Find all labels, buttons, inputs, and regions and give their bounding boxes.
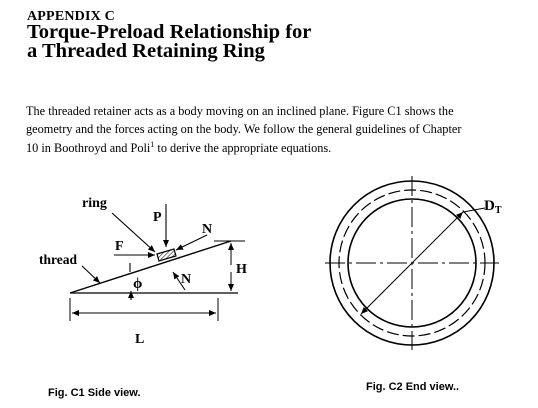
label-D-main: D xyxy=(484,198,495,214)
label-H: H xyxy=(236,262,247,277)
label-thread: thread xyxy=(39,252,77,267)
reference-superscript: 1 xyxy=(150,140,155,149)
diameter-arrow-down xyxy=(360,262,413,315)
label-L: L xyxy=(135,332,144,347)
page-title-line-1: Torque-Preload Relationship for xyxy=(27,21,312,43)
body-text-segment: 10 in Boothroyd and Poli xyxy=(26,141,151,155)
figure-c2-caption: Fig. C2 End view.. xyxy=(366,381,460,393)
diameter-leader xyxy=(462,207,486,213)
ring-block xyxy=(156,248,177,262)
force-N-top-arrow xyxy=(175,234,208,251)
figure-c1-side-view: ring thread P N F N ϕ H L xyxy=(39,196,247,347)
ring-leader-arrow xyxy=(111,212,156,253)
diameter-arrow-up xyxy=(411,211,464,264)
body-text-segment: to derive the appropriate equations. xyxy=(154,141,332,155)
label-P: P xyxy=(153,210,162,225)
label-ring: ring xyxy=(82,196,107,211)
label-D: DT xyxy=(484,198,502,216)
figure-c2-end-view: DT xyxy=(325,176,502,350)
figure-c1-caption: Fig. C1 Side view. xyxy=(48,387,141,399)
label-D-subscript: T xyxy=(495,205,502,216)
incline-line xyxy=(69,240,232,294)
label-N-bottom: N xyxy=(181,272,191,287)
body-text-line: geometry and the forces acting on the bo… xyxy=(26,122,462,136)
thread-leader-arrow xyxy=(81,265,101,284)
appendix-label: APPENDIX C xyxy=(27,9,115,24)
force-N-bottom-arrow xyxy=(172,271,186,291)
label-F: F xyxy=(115,239,124,254)
body-text-line: The threaded retainer acts as a body mov… xyxy=(26,104,454,118)
label-N-top: N xyxy=(202,222,212,237)
label-phi: ϕ xyxy=(133,276,142,292)
page-title-line-2: a Threaded Retaining Ring xyxy=(27,40,265,62)
body-text-line: 10 in Boothroyd and Poli1 to derive the … xyxy=(26,140,331,156)
